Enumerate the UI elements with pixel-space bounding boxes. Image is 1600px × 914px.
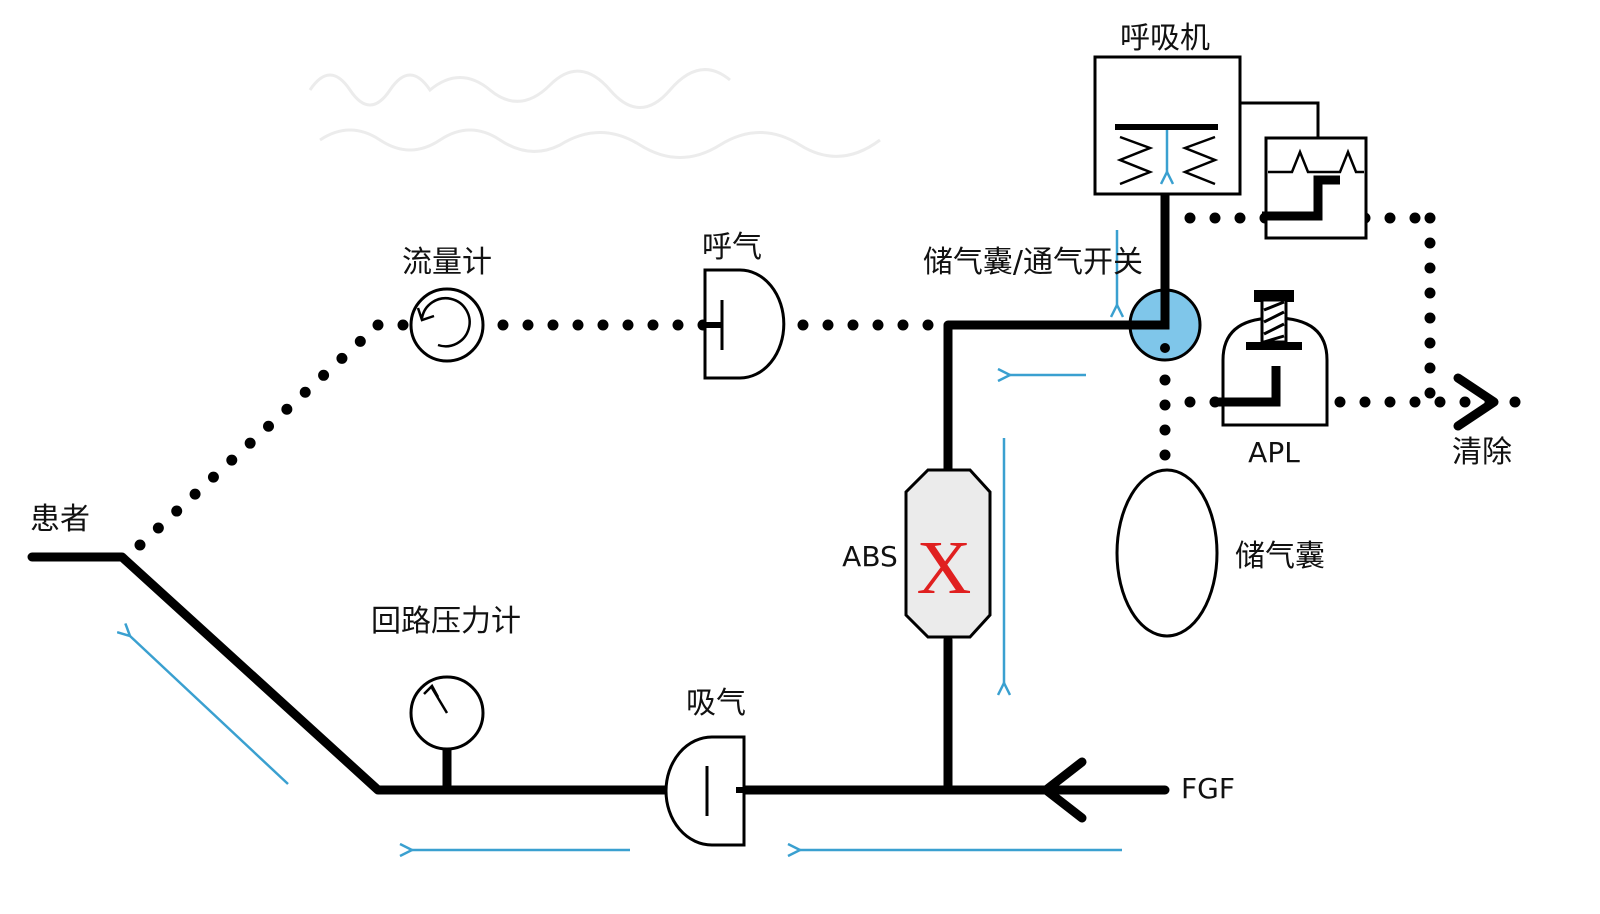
expiratory-valve bbox=[700, 268, 786, 380]
fgf-label: FGF bbox=[1181, 772, 1235, 805]
absorber-mark: X bbox=[917, 526, 972, 610]
flowmeter-label: 流量计 bbox=[402, 245, 492, 280]
apl-label: APL bbox=[1248, 436, 1300, 469]
scavenging-label: 清除 bbox=[1452, 435, 1512, 470]
expiration-label: 呼气 bbox=[702, 230, 762, 265]
bag-vent-switch bbox=[1128, 195, 1202, 362]
reservoir-bag-shape bbox=[1115, 468, 1219, 638]
inspiration-label: 吸气 bbox=[686, 686, 746, 721]
bag-switch-label: 储气囊/通气开关 bbox=[923, 245, 1143, 280]
scavenging-outlet-arrow bbox=[1453, 373, 1499, 431]
dotted-expiratory-path bbox=[134, 212, 1546, 551]
inspiratory-valve bbox=[664, 735, 750, 847]
flowmeter bbox=[409, 287, 485, 363]
patient-label: 患者 bbox=[30, 502, 90, 537]
ventilator bbox=[1093, 55, 1320, 196]
fgf-inlet-arrow bbox=[1041, 757, 1087, 823]
flow-direction-arrows bbox=[130, 230, 1122, 850]
absorber-canister: X bbox=[904, 468, 992, 639]
ventilator-label: 呼吸机 bbox=[1120, 21, 1210, 56]
absorber-label: ABS bbox=[842, 540, 898, 573]
circuit-pressure-gauge bbox=[409, 675, 485, 790]
apl-valve bbox=[1218, 290, 1329, 427]
ventilator-exhaust-valve bbox=[1262, 136, 1368, 240]
pressure-gauge-label: 回路压力计 bbox=[371, 604, 521, 639]
background-scribble bbox=[308, 68, 881, 159]
reservoir-bag-label: 储气囊 bbox=[1235, 539, 1325, 574]
